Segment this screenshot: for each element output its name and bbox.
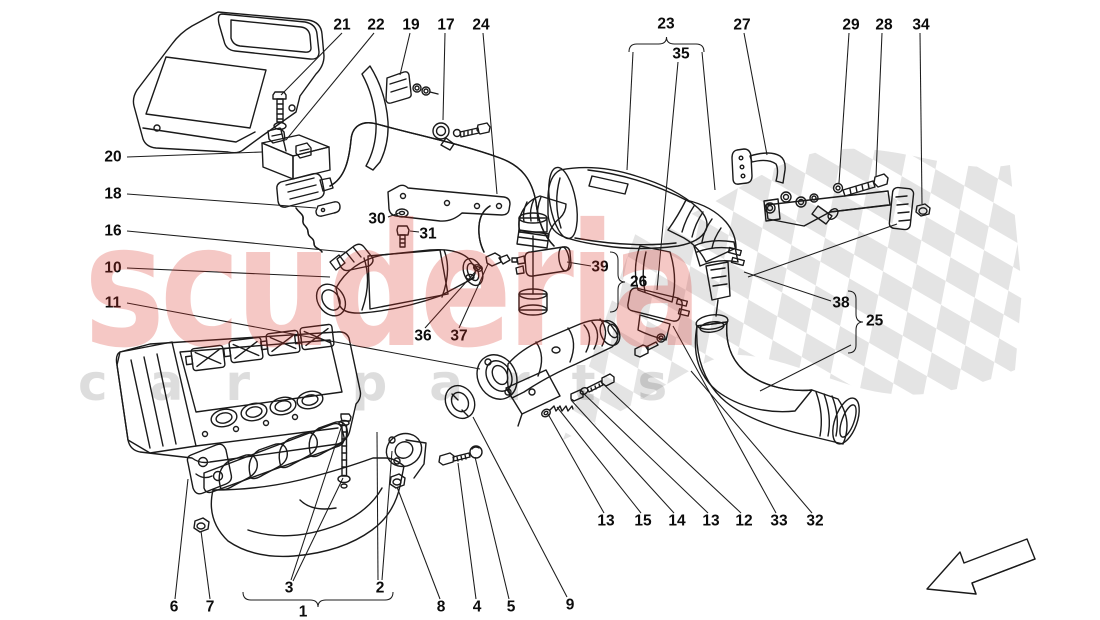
callout-3[interactable]: 3 [285, 580, 294, 597]
callout-6[interactable]: 6 [170, 599, 179, 616]
callout-15[interactable]: 15 [634, 513, 652, 530]
callout-26[interactable]: 26 [630, 274, 648, 291]
callout-10[interactable]: 10 [104, 260, 121, 277]
checkered-flag-motif [563, 148, 1022, 440]
callout-33[interactable]: 33 [770, 513, 788, 530]
callout-20[interactable]: 20 [104, 149, 121, 166]
outlet-clamp [627, 245, 691, 341]
assembly-lines [747, 223, 898, 278]
ball-washer [469, 445, 483, 459]
callout-24[interactable]: 24 [472, 17, 490, 34]
exhaust-gasket [444, 384, 476, 420]
callout-12[interactable]: 12 [735, 513, 752, 530]
callout-30[interactable]: 30 [368, 211, 385, 228]
oxygen-sensor-front [295, 207, 374, 272]
callout-5[interactable]: 5 [507, 599, 516, 616]
callout-21[interactable]: 21 [333, 17, 351, 34]
catalytic-converter-right [476, 318, 621, 427]
oxygen-sensor-rear [472, 205, 511, 272]
manifold-nut [193, 517, 210, 533]
grouping-braces [242, 36, 864, 608]
callout-29[interactable]: 29 [842, 17, 860, 34]
heat-shield [387, 184, 511, 248]
catalytic-converter-left [315, 248, 484, 317]
callout-13[interactable]: 13 [597, 513, 615, 530]
callout-23[interactable]: 23 [657, 16, 675, 33]
watermark-text-large: scuderia [84, 188, 697, 386]
callout-4[interactable]: 4 [473, 599, 482, 616]
callout-36[interactable]: 36 [414, 328, 432, 345]
watermark: scuderia car parts [78, 188, 709, 412]
callout-31[interactable]: 31 [419, 226, 437, 243]
callout-37[interactable]: 37 [450, 328, 467, 345]
support-bracket-lower [763, 173, 931, 231]
callout-18[interactable]: 18 [104, 186, 122, 203]
callout-17[interactable]: 17 [437, 17, 454, 34]
exhaust-manifold [203, 413, 427, 558]
callout-28[interactable]: 28 [875, 17, 893, 34]
callout-34[interactable]: 34 [912, 17, 930, 34]
callout-1[interactable]: 1 [299, 604, 308, 620]
callout-25[interactable]: 25 [866, 313, 884, 330]
inlet-elbow-group [511, 195, 572, 316]
tailpipe [694, 314, 860, 445]
callout-16[interactable]: 16 [104, 223, 122, 240]
callout-7[interactable]: 7 [206, 599, 215, 616]
manifold-gasket [186, 443, 233, 495]
direction-arrow-icon [926, 538, 1036, 595]
callout-8[interactable]: 8 [437, 599, 446, 616]
callout-27[interactable]: 27 [733, 17, 750, 34]
callout-11[interactable]: 11 [105, 295, 122, 312]
flange-bolt [438, 452, 471, 466]
spring-bolt-kit [541, 373, 615, 418]
callout-9[interactable]: 9 [566, 597, 575, 614]
callout-32[interactable]: 32 [806, 513, 823, 530]
retainer-plate [385, 71, 439, 104]
watermark-text-small: car parts [78, 354, 709, 412]
callout-39[interactable]: 39 [591, 259, 609, 276]
pipe-clamp [432, 122, 491, 151]
tailpipe-elbow [634, 199, 746, 358]
valve-connector [276, 122, 555, 247]
air-filter-housing [132, 11, 389, 171]
callout-14[interactable]: 14 [668, 513, 686, 530]
silencer [547, 166, 708, 250]
callout-2[interactable]: 2 [376, 580, 385, 597]
callout-19[interactable]: 19 [402, 17, 420, 34]
callout-38[interactable]: 38 [832, 295, 850, 312]
cable-clip [315, 201, 341, 217]
support-bracket-hanger [731, 148, 786, 185]
engine-cylinder-head [115, 323, 362, 464]
callout-35[interactable]: 35 [672, 46, 690, 63]
callout-13[interactable]: 13 [702, 513, 720, 530]
callout-22[interactable]: 22 [367, 17, 384, 34]
flange-nut [389, 473, 406, 489]
leader-lines [126, 32, 923, 600]
